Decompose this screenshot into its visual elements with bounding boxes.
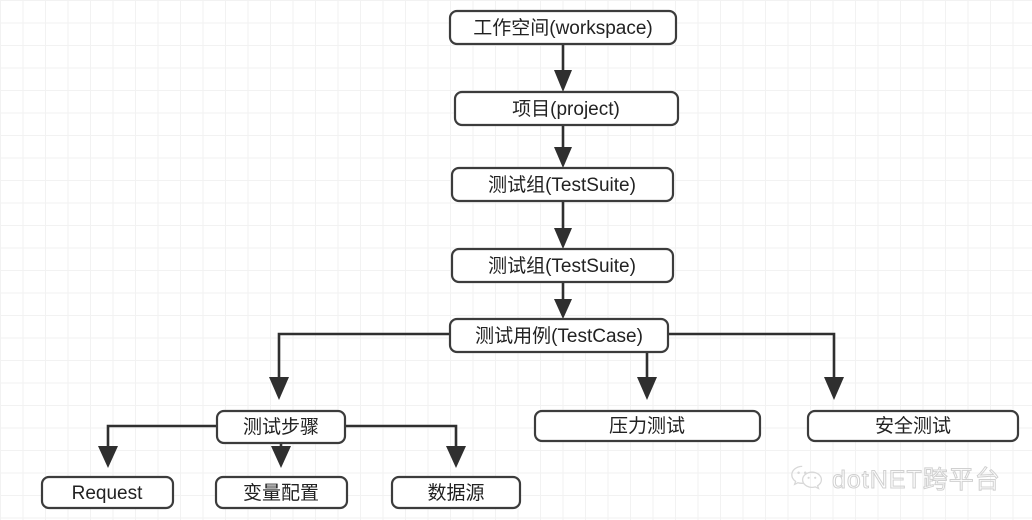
- node-teststep[interactable]: 测试步骤: [215, 409, 347, 445]
- node-datasource-shape[interactable]: [390, 475, 522, 510]
- arrow-head-icon: [269, 377, 289, 400]
- node-project-shape[interactable]: [453, 90, 680, 127]
- node-teststep-shape[interactable]: [215, 409, 347, 445]
- node-request-label: Request: [72, 483, 143, 504]
- arrow-head-icon: [554, 228, 572, 249]
- edge-testcase-to-teststep: [269, 332, 450, 400]
- edge-testcase-to-security: [668, 332, 844, 400]
- edge-testsuite1-to-testsuite2: [554, 201, 572, 249]
- node-variable-config-shape[interactable]: [214, 475, 349, 510]
- node-datasource[interactable]: 数据源: [390, 475, 522, 510]
- arrow-head-icon: [446, 446, 466, 468]
- node-security-test[interactable]: 安全测试: [806, 409, 1020, 443]
- arrow-head-icon: [98, 446, 118, 468]
- node-testcase-label: 测试用例(TestCase): [475, 325, 643, 347]
- arrow-head-icon: [554, 70, 572, 92]
- node-testcase-shape[interactable]: [448, 317, 670, 354]
- watermark-text: dotNET跨平台: [832, 466, 1001, 495]
- node-stress-test-label: 压力测试: [609, 415, 685, 437]
- edge-testsuite2-to-testcase: [554, 282, 572, 319]
- arrow-head-icon: [554, 299, 572, 319]
- node-group: 工作空间(workspace) 项目(project) 测试组(TestSuit…: [40, 9, 1020, 510]
- node-testsuite-2-label: 测试组(TestSuite): [488, 255, 636, 277]
- arrow-head-icon: [824, 377, 844, 400]
- node-teststep-label: 测试步骤: [243, 416, 319, 438]
- node-request-shape[interactable]: [40, 475, 175, 510]
- edge-project-to-testsuite1: [554, 125, 572, 168]
- node-stress-test-shape[interactable]: [533, 409, 762, 443]
- edge-testcase-to-stress: [637, 352, 657, 400]
- node-variable-config[interactable]: 变量配置: [214, 475, 349, 510]
- node-workspace-label: 工作空间(workspace): [473, 17, 652, 39]
- node-testsuite-2[interactable]: 测试组(TestSuite): [450, 247, 675, 284]
- node-project-label: 项目(project): [512, 99, 620, 120]
- node-testsuite-2-shape[interactable]: [450, 247, 675, 284]
- node-testsuite-1[interactable]: 测试组(TestSuite): [450, 166, 675, 203]
- watermark: dotNET跨平台: [790, 460, 1001, 496]
- arrow-head-icon: [271, 446, 291, 468]
- node-project[interactable]: 项目(project): [453, 90, 680, 127]
- arrow-head-icon: [554, 147, 572, 168]
- wechat-icon: [791, 465, 823, 490]
- edge-teststep-to-variable: [271, 443, 291, 468]
- node-variable-config-label: 变量配置: [243, 482, 319, 504]
- edge-workspace-to-project: [554, 44, 572, 92]
- node-security-test-shape[interactable]: [806, 409, 1020, 443]
- node-testsuite-1-label: 测试组(TestSuite): [488, 174, 636, 196]
- edge-teststep-to-request: [98, 424, 217, 468]
- node-workspace[interactable]: 工作空间(workspace): [448, 9, 678, 46]
- node-stress-test[interactable]: 压力测试: [533, 409, 762, 443]
- node-request[interactable]: Request: [40, 475, 175, 510]
- node-security-test-label: 安全测试: [875, 415, 951, 437]
- edge-teststep-to-datasource: [345, 424, 466, 468]
- node-testcase[interactable]: 测试用例(TestCase): [448, 317, 670, 354]
- arrow-head-icon: [637, 377, 657, 400]
- node-workspace-shape[interactable]: [448, 9, 678, 46]
- node-datasource-label: 数据源: [427, 482, 484, 504]
- node-testsuite-1-shape[interactable]: [450, 166, 675, 203]
- edge-group: [98, 44, 844, 468]
